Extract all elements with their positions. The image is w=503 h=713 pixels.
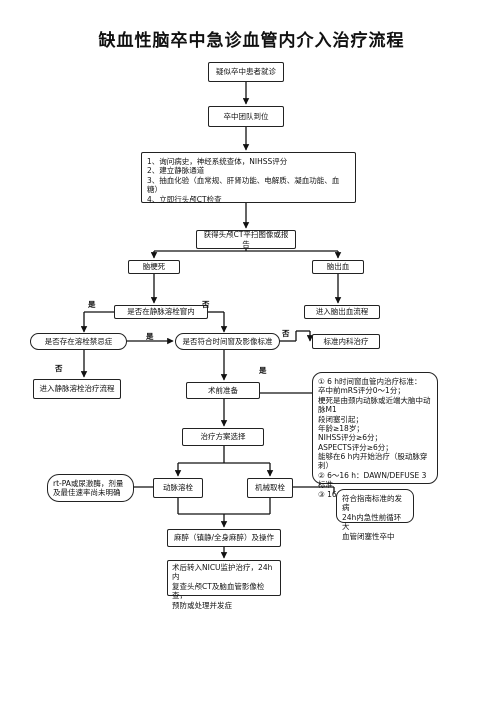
rtpa-line-2: 及最佳速率尚未明确 bbox=[53, 488, 121, 498]
postop-line-1: 术后转入NICU监护治疗，24h内 bbox=[172, 563, 273, 582]
node-anesthesia: 麻醉（镇静/全身麻醉）及操作 bbox=[167, 529, 281, 547]
node-mechanical-thrombectomy: 机械取栓 bbox=[247, 478, 293, 498]
initial-step-3: 3、抽血化验（血常规、肝肾功能、电解质、凝血功能、血糖） bbox=[147, 175, 340, 195]
node-guideline: 符合指南标准的发病 24h内急性前循环大 血管闭塞性卒中 bbox=[336, 489, 414, 541]
node-treatment-choice: 治疗方案选择 bbox=[182, 428, 264, 446]
criteria-line-3: 梗死是由颈内动脉或近端大脑中动脉M1 bbox=[318, 395, 431, 415]
postop-line-3: 预防或处理并发症 bbox=[172, 600, 232, 610]
node-rtpa-note: rt-PA或尿激酶，剂量 及最佳速率尚未明确 bbox=[47, 474, 134, 502]
node-suspected-stroke: 疑似卒中患者就诊 bbox=[208, 62, 284, 82]
criteria-line-4: 段闭塞引起； bbox=[318, 414, 363, 424]
initial-step-2: 2、建立静脉通道 bbox=[147, 166, 205, 176]
label-yes-window: 是 bbox=[88, 300, 96, 309]
node-arterial-thrombolysis: 动脉溶栓 bbox=[153, 478, 203, 498]
postop-line-2: 复查头颅CT及脑血管影像检查， bbox=[172, 581, 265, 601]
node-within-window: 是否在静脉溶栓窗内 bbox=[114, 305, 208, 319]
rtpa-line-1: rt-PA或尿激酶，剂量 bbox=[53, 479, 124, 488]
label-yes-criteria: 是 bbox=[259, 366, 267, 375]
node-cerebral-hemorrhage: 脑出血 bbox=[312, 260, 364, 274]
label-no-window: 否 bbox=[202, 300, 210, 309]
criteria-line-1: ① 6 h时间窗血管内治疗标准： bbox=[318, 377, 422, 386]
node-meets-criteria: 是否符合时间窗及影像标准 bbox=[175, 333, 280, 350]
criteria-line-2: 卒中前mRS评分0～1分； bbox=[318, 386, 405, 396]
label-no-criteria: 否 bbox=[282, 329, 290, 338]
node-criteria: ① 6 h时间窗血管内治疗标准： 卒中前mRS评分0～1分； 梗死是由颈内动脉或… bbox=[312, 372, 438, 499]
initial-step-1: 1、询问病史，神经系统查体，NIHSS评分 bbox=[147, 157, 288, 166]
label-no-contra: 否 bbox=[55, 364, 63, 373]
guideline-line-3: 血管闭塞性卒中 bbox=[342, 531, 395, 541]
node-iv-thrombolysis-flow: 进入静脉溶栓治疗流程 bbox=[33, 379, 121, 399]
guideline-line-1: 符合指南标准的发病 bbox=[342, 494, 402, 513]
guideline-line-2: 24h内急性前循环大 bbox=[342, 512, 402, 532]
label-yes-contra: 是 bbox=[146, 332, 154, 341]
node-initial-steps: 1、询问病史，神经系统查体，NIHSS评分 2、建立静脉通道 3、抽血化验（血常… bbox=[141, 152, 356, 204]
node-standard-medical: 标准内科治疗 bbox=[312, 334, 380, 349]
criteria-line-5: 年龄≥18岁； bbox=[318, 423, 364, 433]
node-thrombolysis-contraindication: 是否存在溶栓禁忌症 bbox=[30, 333, 127, 350]
initial-step-4: 4、立即行头颅CT检查 bbox=[147, 194, 222, 204]
criteria-line-7: ASPECTS评分≥6分； bbox=[318, 442, 393, 452]
criteria-line-8: 能够在6 h内开始治疗（股动脉穿刺） bbox=[318, 452, 428, 471]
criteria-line-9: ② 6～16 h：DAWN/DEFUSE 3标准 bbox=[318, 470, 427, 490]
node-ct-result: 获得头颅CT平扫图像或报告 bbox=[196, 230, 296, 249]
page-title: 缺血性脑卒中急诊血管内介入治疗流程 bbox=[98, 31, 405, 51]
node-preop: 术前准备 bbox=[186, 382, 260, 399]
criteria-line-6: NIHSS评分≥6分； bbox=[318, 433, 383, 443]
node-hemorrhage-flow: 进入脑出血流程 bbox=[304, 305, 380, 319]
node-postop: 术后转入NICU监护治疗，24h内 复查头颅CT及脑血管影像检查， 预防或处理并… bbox=[167, 560, 281, 610]
node-stroke-team: 卒中团队到位 bbox=[208, 106, 284, 127]
node-cerebral-infarction: 脑梗死 bbox=[128, 260, 180, 274]
